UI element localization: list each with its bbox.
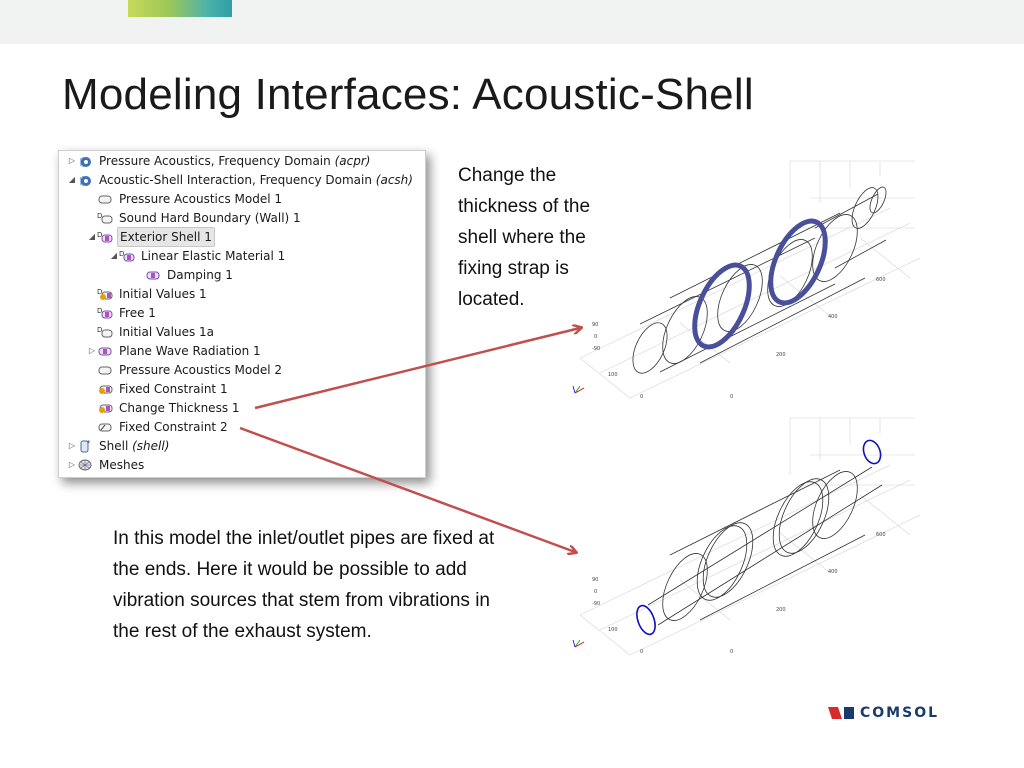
- svg-text:0: 0: [640, 394, 643, 400]
- axes-triad-icon: [572, 639, 585, 648]
- svg-text:D: D: [97, 326, 102, 334]
- physics-shell-icon: *: [77, 439, 93, 453]
- tree-item-pressure-acoustics-model-1[interactable]: Pressure Acoustics Model 1: [97, 190, 284, 208]
- tree-item-meshes[interactable]: ▷ Meshes: [68, 458, 145, 472]
- plot-grid-top: [579, 160, 920, 399]
- tree-item-initial-values-1[interactable]: D Initial Values 1: [97, 287, 207, 301]
- svg-text:200: 200: [776, 607, 786, 613]
- domain-node-icon: [97, 363, 113, 377]
- muffler-wireframe-bottom: [647, 466, 883, 626]
- tree-item-exterior-shell-1[interactable]: ◢ D Exterior Shell 1: [87, 227, 215, 247]
- boundary-node-icon: [97, 344, 113, 358]
- tree-item-shell[interactable]: ▷ * Shell (shell): [68, 439, 170, 453]
- constraint-node-icon: [97, 401, 113, 415]
- svg-text:600: 600: [876, 532, 886, 538]
- svg-text:D: D: [119, 250, 124, 258]
- comsol-logo: COMSOL: [828, 703, 939, 723]
- tree-item-acoustic-shell-interaction[interactable]: ◢ Acoustic-Shell Interaction, Frequency …: [68, 173, 413, 187]
- tree-toggle-expanded-icon[interactable]: ◢: [88, 232, 96, 241]
- svg-text:200: 200: [776, 352, 786, 358]
- svg-text:400: 400: [828, 569, 838, 575]
- svg-text:-90: -90: [592, 346, 600, 352]
- tree-toggle-collapsed-icon[interactable]: ▷: [68, 156, 76, 165]
- edge-node-icon: [97, 420, 113, 434]
- svg-text:D: D: [97, 231, 102, 239]
- tree-toggle-collapsed-icon[interactable]: ▷: [88, 346, 96, 355]
- svg-text:D: D: [97, 288, 102, 296]
- callout-fixed-pipes: In this model the inlet/outlet pipes are…: [113, 528, 495, 642]
- fixed-pipe-edge-highlight: [636, 439, 882, 636]
- mesh-icon: [77, 458, 93, 472]
- model-tree-panel: ▷ Pressure Acoustics, Frequency Domain (…: [58, 150, 426, 478]
- domain-node-icon: D: [97, 325, 113, 339]
- svg-text:0: 0: [594, 334, 597, 340]
- boundary-node-icon: [145, 268, 161, 282]
- tree-toggle-collapsed-icon[interactable]: ▷: [68, 460, 76, 469]
- tree-item-plane-wave-radiation-1[interactable]: ▷ Plane Wave Radiation 1: [88, 344, 261, 358]
- tree-item-initial-values-1a[interactable]: D Initial Values 1a: [97, 325, 215, 339]
- axis-ticks-bottom: 90 0 -90 100 0 0 200 400 600: [592, 532, 886, 655]
- callout-change-thickness: Change the thickness of the shell where …: [458, 165, 591, 310]
- svg-text:*: *: [87, 439, 91, 447]
- banner-graphic: [128, 0, 232, 17]
- tree-item-pressure-acoustics[interactable]: ▷ Pressure Acoustics, Frequency Domain (…: [68, 154, 371, 168]
- geometry-plot-top: 90 0 -90 100 0 0 200 400 600: [572, 160, 920, 400]
- muffler-wireframe-top: [632, 186, 887, 374]
- tree-item-free-1[interactable]: D Free 1: [97, 306, 156, 320]
- svg-text:-90: -90: [592, 601, 600, 607]
- domain-node-icon: [97, 192, 113, 206]
- tree-item-sound-hard-boundary[interactable]: D Sound Hard Boundary (Wall) 1: [97, 211, 301, 225]
- comsol-wordmark: COMSOL: [860, 705, 940, 721]
- tree-item-change-thickness-1[interactable]: Change Thickness 1: [97, 399, 242, 417]
- boundary-node-icon: D: [97, 230, 113, 244]
- slide-title: Modeling Interfaces: Acoustic-Shell: [62, 70, 754, 119]
- svg-text:0: 0: [730, 649, 733, 655]
- svg-text:100: 100: [608, 627, 618, 633]
- tree-item-fixed-constraint-2[interactable]: Fixed Constraint 2: [97, 418, 230, 436]
- tree-item-pressure-acoustics-model-2[interactable]: Pressure Acoustics Model 2: [97, 361, 284, 379]
- svg-text:0: 0: [594, 589, 597, 595]
- boundary-node-icon: D: [119, 249, 135, 263]
- tree-toggle-expanded-icon[interactable]: ◢: [68, 175, 76, 184]
- svg-text:100: 100: [608, 372, 618, 378]
- tree-item-fixed-constraint-1[interactable]: Fixed Constraint 1: [97, 380, 230, 398]
- constraint-node-icon: [97, 382, 113, 396]
- svg-text:600: 600: [876, 277, 886, 283]
- tree-item-damping-1[interactable]: Damping 1: [145, 266, 235, 284]
- svg-text:90: 90: [592, 577, 598, 583]
- tree-item-linear-elastic-material-1[interactable]: ◢ D Linear Elastic Material 1: [110, 249, 286, 263]
- svg-text:90: 90: [592, 322, 598, 328]
- initial-values-icon: D: [97, 287, 113, 301]
- fixing-strap-highlight: [692, 218, 828, 350]
- plot-grid-bottom: [579, 417, 920, 656]
- boundary-node-icon: D: [97, 211, 113, 225]
- axis-ticks-top: 90 0 -90 100 0 0 200 400 600: [592, 277, 886, 400]
- tree-toggle-expanded-icon[interactable]: ◢: [110, 251, 118, 260]
- svg-text:D: D: [97, 212, 102, 220]
- axes-triad-icon: [572, 385, 585, 394]
- physics-acoustics-icon: [77, 173, 93, 187]
- svg-text:400: 400: [828, 314, 838, 320]
- tree-toggle-collapsed-icon[interactable]: ▷: [68, 441, 76, 450]
- geometry-plot-bottom: 90 0 -90 100 0 0 200 400 600: [572, 417, 920, 656]
- boundary-node-icon: D: [97, 306, 113, 320]
- svg-text:0: 0: [640, 649, 643, 655]
- svg-text:0: 0: [730, 394, 733, 400]
- top-banner: [0, 0, 1024, 44]
- physics-acoustics-icon: [77, 154, 93, 168]
- comsol-mark-icon: [828, 707, 854, 719]
- svg-text:D: D: [97, 307, 102, 315]
